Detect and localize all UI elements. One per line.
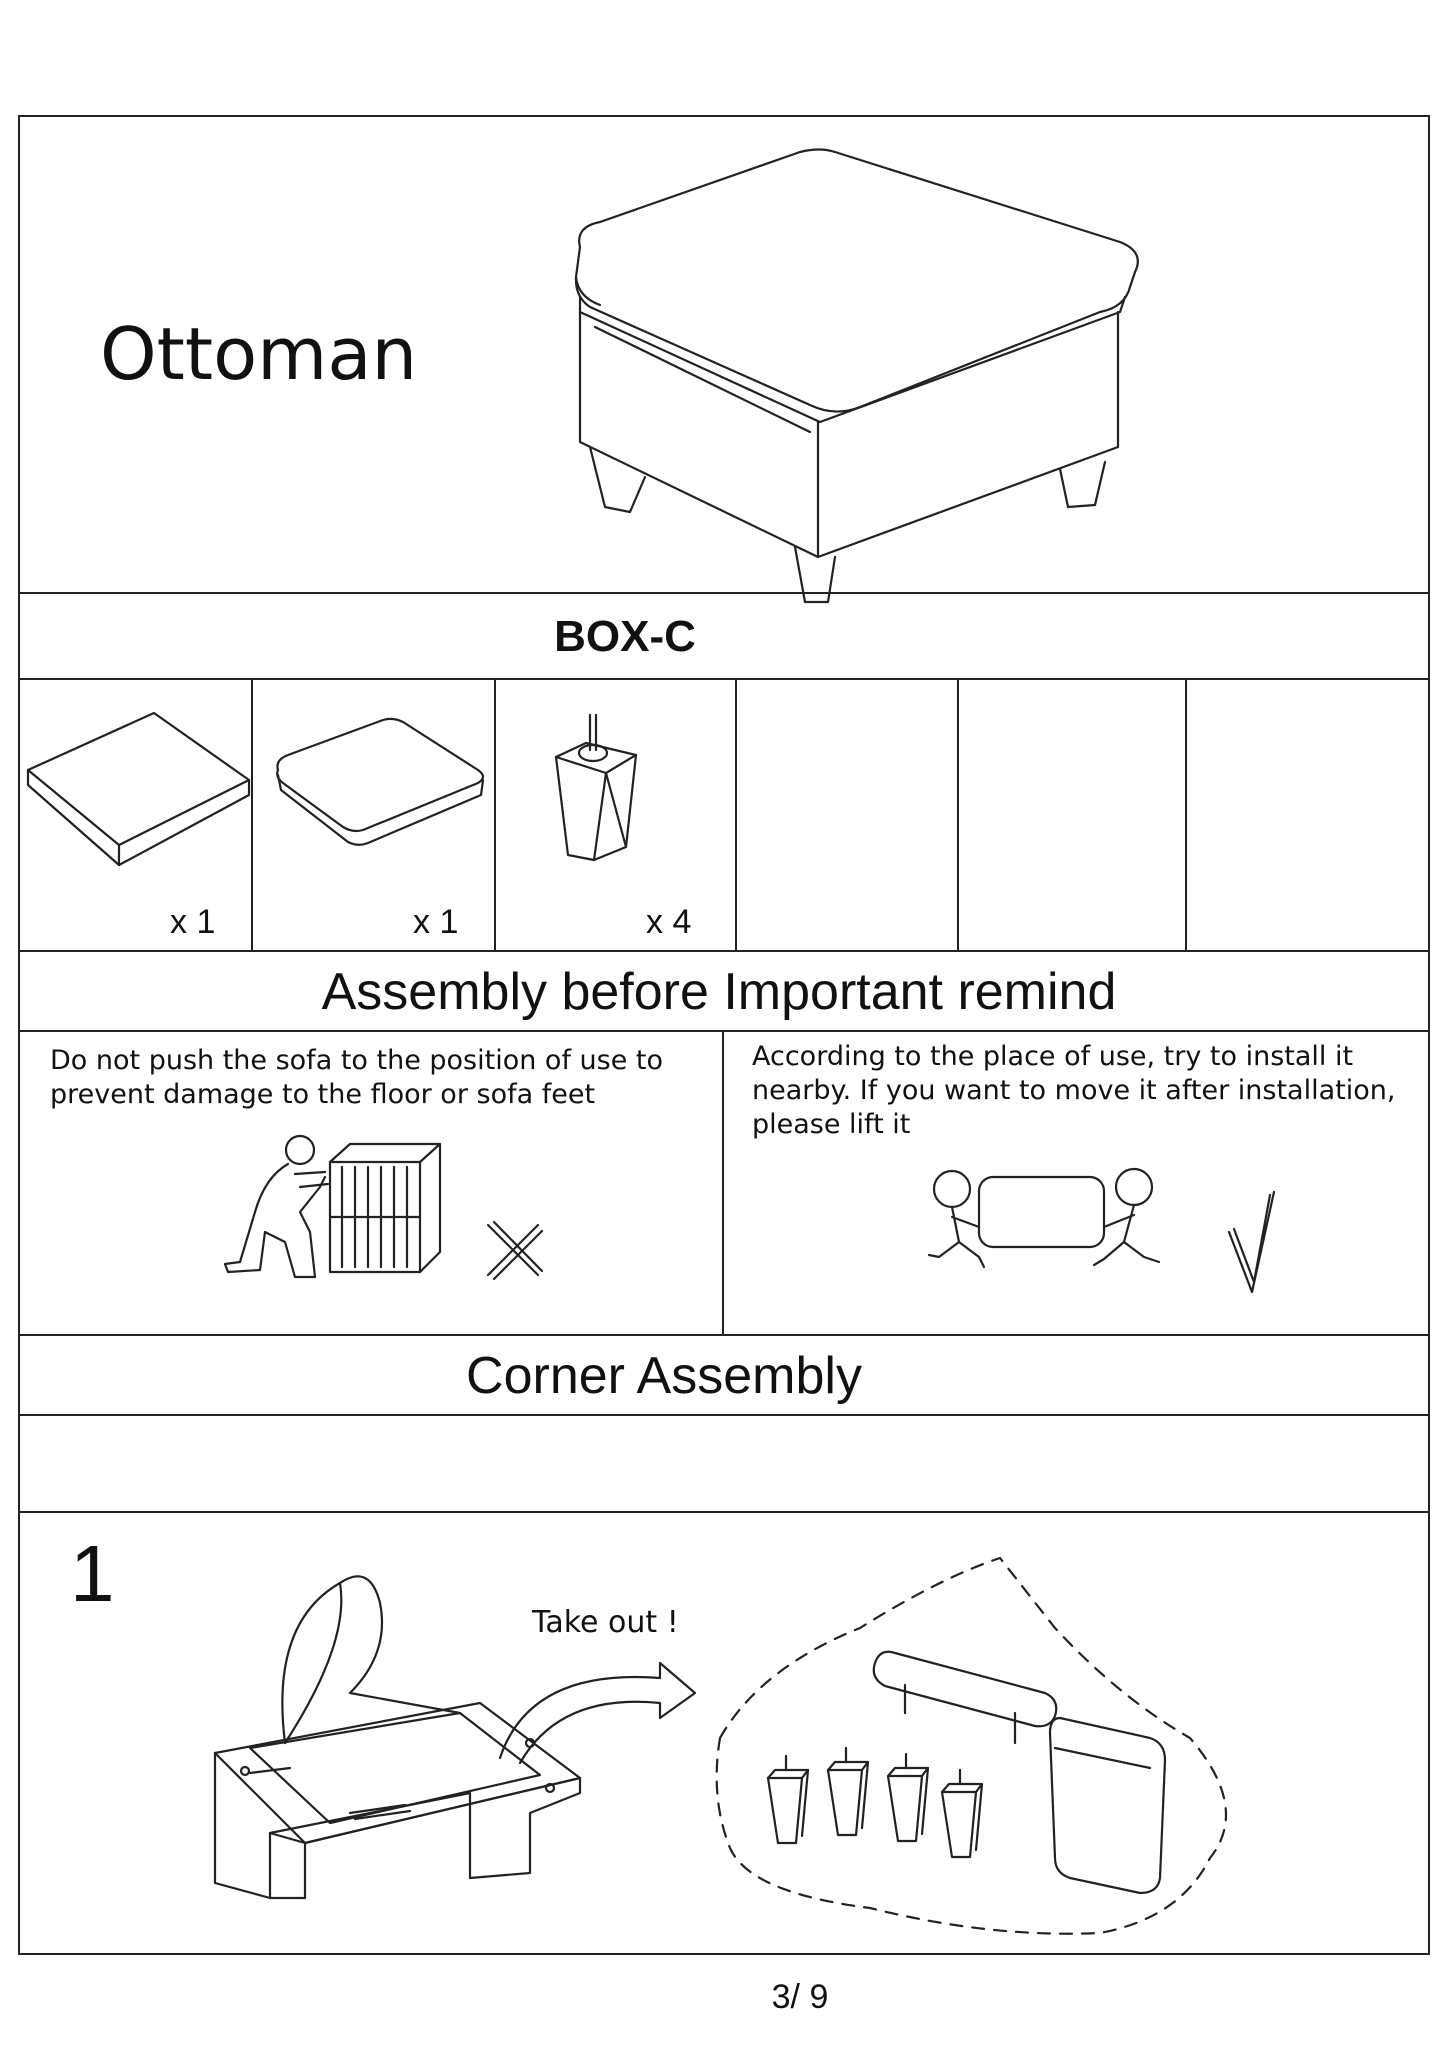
right-note-line: nearby. If you want to move it after ins… [752, 1075, 1396, 1106]
corner-assembly-row: Corner Assembly [20, 1336, 1428, 1416]
ottoman-illustration [574, 148, 1139, 604]
right-note-line: According to the place of use, try to in… [752, 1041, 1354, 1072]
sofa-unpacking-illustration [213, 1575, 582, 1900]
left-note-line: Do not push the sofa to the position of … [50, 1045, 664, 1076]
reminder-notes-row: Do not push the sofa to the position of … [20, 1032, 1428, 1336]
part-cell-seat-cushion: x 1 [253, 680, 496, 950]
seat-cushion-icon [276, 717, 485, 846]
pushing-person-icon [223, 1134, 442, 1279]
step-1-row: 1 Take out ! [20, 1513, 1428, 1953]
take-out-arrow-icon [498, 1661, 697, 1765]
reminder-left-cell: Do not push the sofa to the position of … [20, 1032, 724, 1334]
parts-row: x 1 x 1 x 4 [20, 680, 1428, 952]
reminder-right-cell: According to the place of use, try to in… [724, 1032, 1432, 1334]
step-number: 1 [70, 1529, 115, 1618]
leg-icon [554, 713, 638, 862]
part-qty: x 1 [170, 903, 216, 941]
reminder-heading-row: Assembly before Important remind [20, 952, 1428, 1032]
part-qty: x 4 [646, 903, 692, 941]
empty-row [20, 1416, 1428, 1513]
page-title: Ottoman [100, 312, 418, 396]
corner-assembly-heading: Corner Assembly [466, 1347, 862, 1405]
part-cell-leg: x 4 [496, 680, 737, 950]
leg-group [766, 1746, 984, 1859]
ottoman-header-row: Ottoman [20, 117, 1428, 604]
reminder-heading: Assembly before Important remind [321, 963, 1117, 1021]
box-title-row: BOX-C [20, 594, 1428, 680]
cross-mark-icon [486, 1220, 544, 1281]
part-cell-seat-base: x 1 [20, 680, 253, 950]
right-note-line: please lift it [752, 1109, 911, 1140]
part-cell-empty [959, 680, 1187, 950]
unpacked-parts-illustration [715, 1556, 1228, 1935]
part-qty: x 1 [413, 903, 459, 941]
part-cell-empty [1187, 680, 1432, 950]
instruction-page-frame: Ottoman BOX-C x 1 [18, 115, 1430, 1955]
take-out-callout: Take out ! [532, 1605, 679, 1640]
check-mark-icon [1227, 1190, 1276, 1294]
seat-base-icon [26, 711, 251, 867]
box-title: BOX-C [554, 612, 696, 661]
lifting-people-icon [927, 1167, 1161, 1269]
page-number: 3/ 9 [771, 1978, 829, 2016]
part-cell-empty [737, 680, 959, 950]
left-note-line: prevent damage to the floor or sofa feet [50, 1079, 596, 1110]
